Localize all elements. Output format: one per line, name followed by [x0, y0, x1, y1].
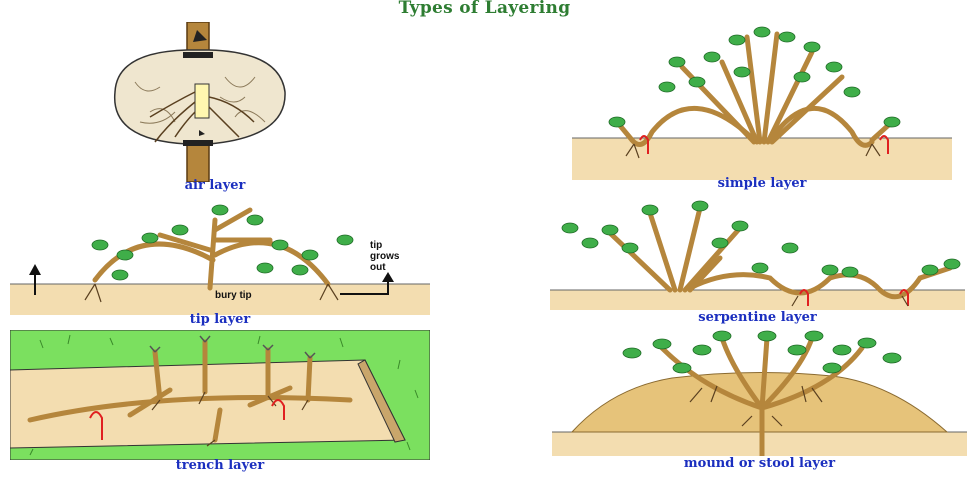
mound-layer-caption: mound or stool layer [552, 456, 967, 471]
mound-layer-panel [552, 328, 967, 456]
tip-layer-caption: tip layer [20, 312, 420, 327]
mound-layer-illustration [552, 328, 967, 456]
trench-layer-caption: trench layer [20, 458, 420, 473]
serpentine-layer-caption: serpentine layer [550, 310, 965, 325]
simple-layer-panel [572, 22, 952, 180]
bury-tip-label: bury tip [215, 290, 252, 301]
simple-layer-caption: simple layer [572, 176, 952, 191]
trench-layer-illustration [10, 330, 430, 460]
simple-layer-illustration [572, 22, 952, 180]
diagram-title: Types of Layering [0, 0, 969, 18]
trench-layer-panel [10, 330, 430, 460]
serpentine-layer-panel [550, 198, 965, 310]
serpentine-layer-illustration [550, 198, 965, 310]
air-layer-illustration [95, 22, 295, 182]
serpentine-leaves [562, 201, 960, 277]
air-layer-panel [95, 22, 295, 182]
air-layer-caption: air layer [95, 178, 335, 193]
